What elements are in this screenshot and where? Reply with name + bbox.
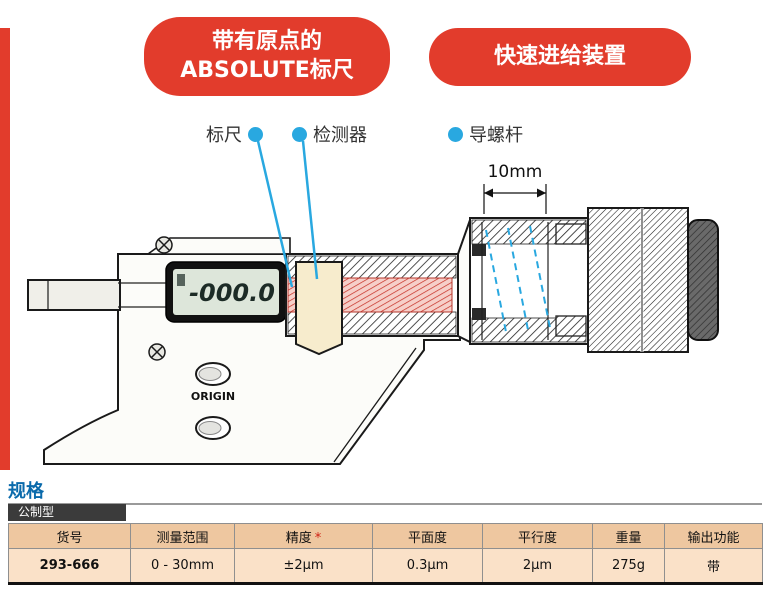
cell-parallelism: 2μm [482,548,593,585]
leader-lines [256,140,319,288]
callout-absolute-scale: 带有原点的 ABSOLUTE标尺 [144,17,390,96]
spec-header-row: 货号 测量范围 精度* 平面度 平行度 重量 输出功能 [8,523,763,549]
barrel-cone [457,219,471,344]
col-header-flatness: 平面度 [372,523,483,549]
cell-output: 带 [664,548,763,585]
cell-accuracy: ±2μm [234,548,373,585]
metric-type-tab: 公制型 [8,504,126,521]
accuracy-footnote-mark: * [314,530,322,546]
origin-button [195,416,231,440]
detector-block [295,261,343,356]
bearing-nut-bottom [555,315,587,337]
label-scale: 标尺 [206,122,263,146]
label-detector: 检测器 [292,122,367,146]
callout-absolute-line2: ABSOLUTE标尺 [180,57,354,83]
micrometer-cutaway-diagram: -000.0 [27,140,719,465]
left-accent-bar [0,28,10,470]
col-header-output: 输出功能 [664,523,763,549]
spec-divider [8,503,762,505]
lead-screw-label-text: 导螺杆 [469,125,523,146]
spec-table-wrap: 货号 测量范围 精度* 平面度 平行度 重量 输出功能 293-666 0 - … [8,523,763,585]
lcd-display: -000.0 [165,261,287,323]
lead-screw-barrel [469,217,589,345]
detector-label-text: 检测器 [313,125,367,146]
function-button [195,362,231,386]
spec-table: 货号 测量范围 精度* 平面度 平行度 重量 输出功能 293-666 0 - … [8,523,763,585]
frame-screw-top [155,236,173,254]
lcd-value: -000.0 [189,279,275,307]
callout-absolute-line1: 带有原点的 [211,28,322,54]
callout-quick-feed: 快速进给装置 [429,28,691,86]
col-header-parallelism: 平行度 [482,523,593,549]
callout-quick-feed-label: 快速进给装置 [493,43,626,69]
spindle [27,279,166,311]
col-header-range: 测量范围 [130,523,235,549]
frame-screw-bottom [148,343,166,361]
dimension-10mm: 10mm [483,162,547,214]
cell-mass: 275g [592,548,665,585]
scale-label-text: 标尺 [206,125,242,146]
spec-data-row: 293-666 0 - 30mm ±2μm 0.3μm 2μm 275g 带 [8,548,763,585]
origin-button-label: ORIGIN [191,390,235,403]
cell-range: 0 - 30mm [130,548,235,585]
thimble [587,207,689,353]
bearing-nut-top [555,223,587,245]
cell-flatness: 0.3μm [372,548,483,585]
scale-dot-icon [248,126,263,142]
lead-screw-thread-lines [485,225,551,333]
spec-heading: 规格 [8,481,44,502]
col-header-part-no: 货号 [8,523,131,549]
lead-screw-dot-icon [448,126,463,142]
col-header-mass: 重量 [592,523,665,549]
ratchet-cap [687,219,719,341]
detector-dot-icon [292,126,307,142]
label-lead-screw: 导螺杆 [448,122,523,146]
cell-part-no: 293-666 [8,548,131,585]
battery-icon [177,274,185,286]
accuracy-header-text: 精度 [285,530,312,546]
dimension-label: 10mm [488,162,543,182]
col-header-accuracy: 精度* [234,523,373,549]
